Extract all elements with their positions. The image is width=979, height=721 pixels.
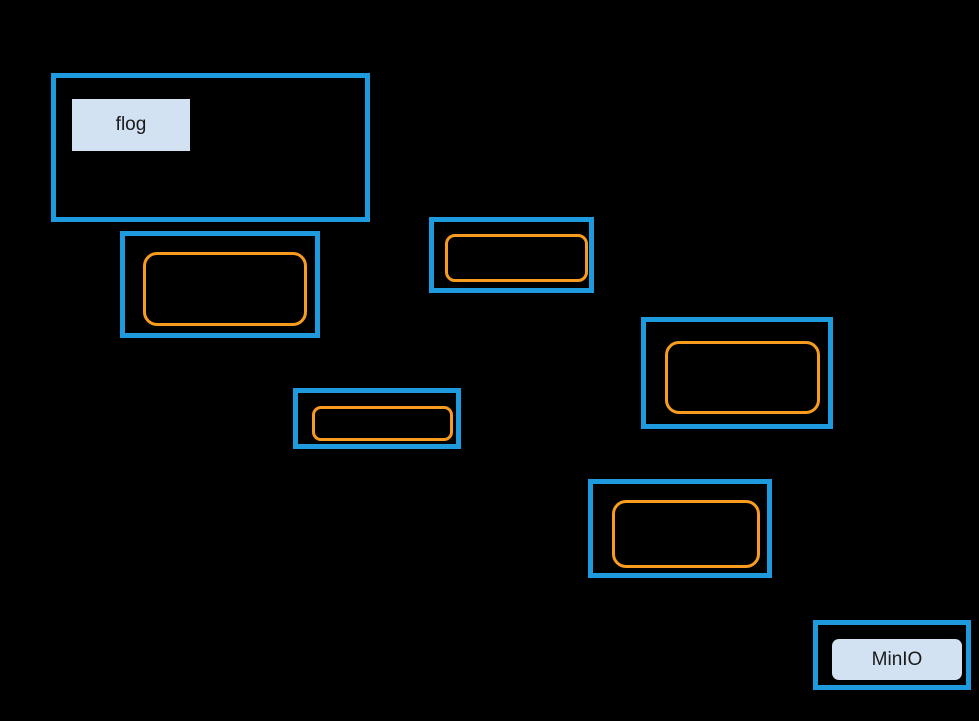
minio-group[interactable]: MinIO [813,620,971,690]
flog-group-label-chip[interactable]: flog [72,99,190,151]
group-box-6[interactable] [588,479,772,578]
group-box-3[interactable] [429,217,594,293]
group-box-2-inner-rounded-rect[interactable] [143,252,307,326]
group-box-5-inner-rounded-rect[interactable] [312,406,453,441]
flog-group-label-text: flog [115,114,147,135]
minio-group-label-text: MinIO [871,648,923,670]
group-box-6-inner-rounded-rect[interactable] [612,500,760,568]
group-box-5[interactable] [293,388,461,449]
group-box-4[interactable] [641,317,833,429]
flog-group[interactable]: flog [51,73,370,222]
minio-group-label-chip[interactable]: MinIO [832,639,962,680]
group-box-3-inner-rounded-rect[interactable] [445,234,588,282]
group-box-2[interactable] [120,231,320,338]
group-box-4-inner-rounded-rect[interactable] [665,341,820,414]
